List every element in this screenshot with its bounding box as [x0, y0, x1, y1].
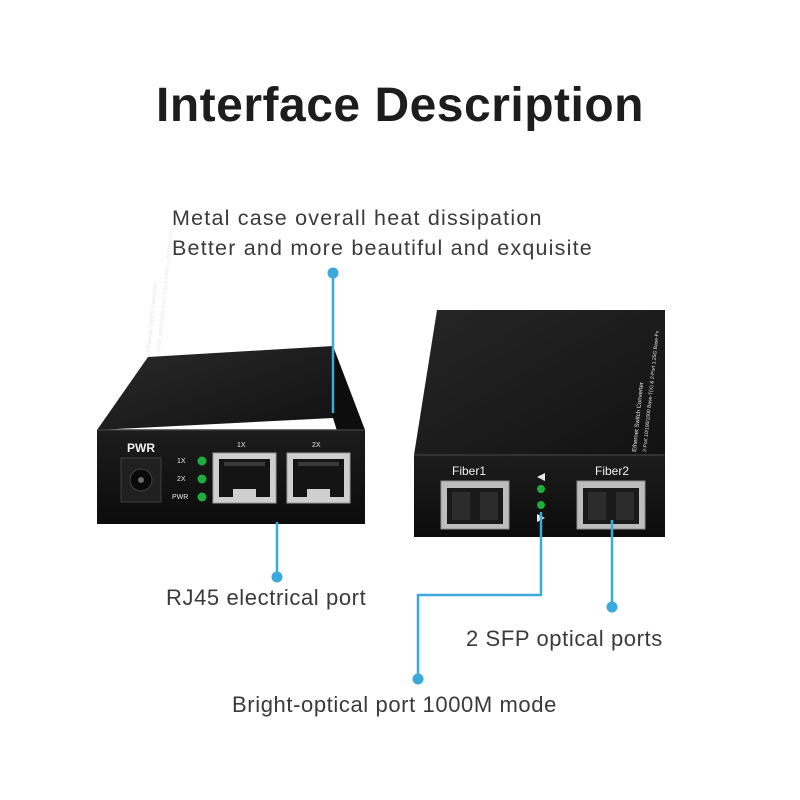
bright-optical-callout: Bright-optical port 1000M mode [232, 692, 557, 717]
rj45-port1-label: 1X [237, 442, 246, 449]
led-label-pwr: PWR [172, 494, 188, 501]
led-pwr [197, 492, 207, 502]
rj45-port-2[interactable] [286, 452, 351, 504]
heat-dissipation-callout: Metal case overall heat dissipation Bett… [172, 203, 593, 263]
sfp-callout: 2 SFP optical ports [466, 626, 663, 651]
page-title: Interface Description [156, 79, 644, 132]
left-device-top [97, 346, 333, 430]
left-arrow-icon [537, 473, 545, 481]
led-label-1x: 1X [177, 458, 186, 465]
fiber2-label: Fiber2 [595, 464, 629, 478]
sfp-port-1[interactable] [440, 480, 510, 530]
led-1x [197, 456, 207, 466]
left-media-converter: Ethernet Switch Converter 2-Port 10/100/… [97, 230, 365, 524]
led-label-2x: 2X [177, 476, 186, 483]
fiber1-label: Fiber1 [452, 464, 486, 478]
callout-dots [271, 267, 618, 685]
callout-leaders [275, 273, 614, 678]
fiber-led-1 [537, 485, 545, 493]
fiber-led-2 [537, 501, 545, 509]
right-media-converter: Ethernet Switch Converter 2-Port 10/100/… [414, 310, 665, 537]
led-2x [197, 474, 207, 484]
left-device-top-text-2: 2-Port 10/100/1000 Base-T(X) & 1-Port 1.… [156, 230, 175, 352]
callout-top-line2: Better and more beautiful and exquisite [172, 236, 593, 260]
rj45-port-1[interactable] [212, 452, 277, 504]
callout-top-line1: Metal case overall heat dissipation [172, 206, 543, 230]
left-pwr-label: PWR [127, 441, 155, 455]
rj45-callout: RJ45 electrical port [166, 585, 367, 610]
right-device-top [414, 310, 665, 455]
rj45-port2-label: 2X [312, 442, 321, 449]
